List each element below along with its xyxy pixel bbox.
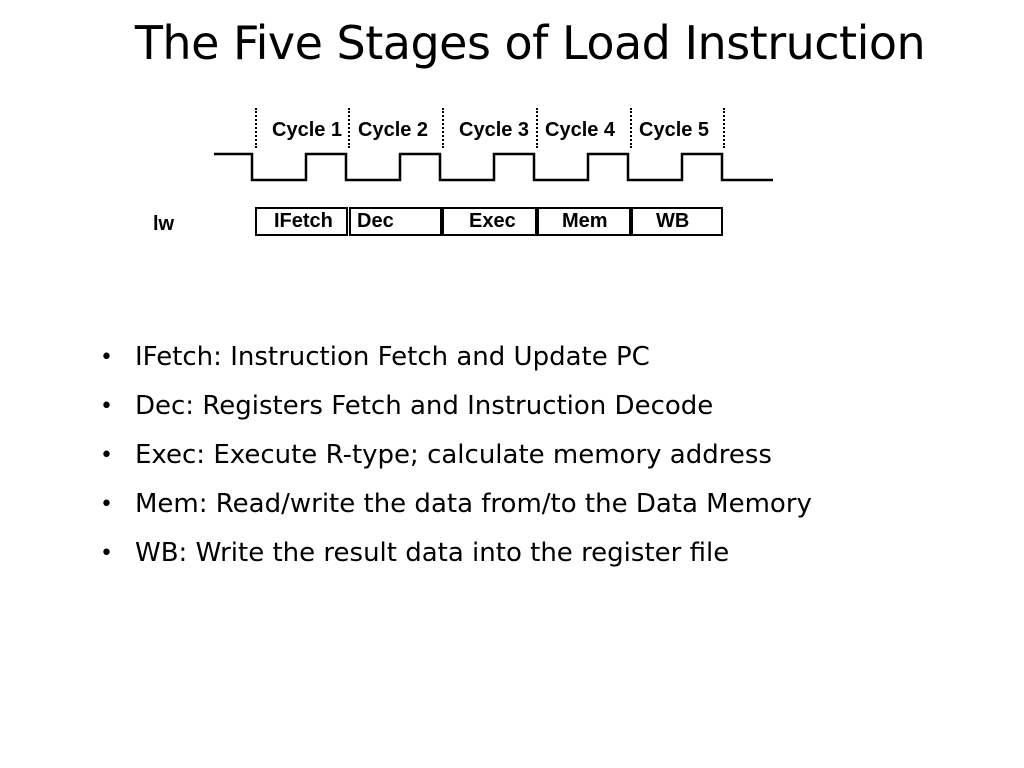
cycle-boundary-line	[442, 108, 444, 148]
stage-dec: Dec	[349, 207, 442, 236]
bullet-icon: •	[100, 345, 113, 370]
bullet-text: WB: Write the result data into the regis…	[135, 538, 730, 568]
list-item: • Mem: Read/write the data from/to the Da…	[100, 480, 812, 529]
bullet-text: Mem: Read/write the data from/to the Dat…	[135, 489, 812, 519]
bullet-icon: •	[100, 492, 113, 517]
instruction-label: lw	[153, 213, 175, 235]
bullet-text: Dec: Registers Fetch and Instruction Dec…	[135, 391, 714, 421]
cycle-boundary-line	[536, 108, 538, 148]
cycle-label-1: Cycle 1	[272, 119, 343, 141]
stage-description-list: • IFetch: Instruction Fetch and Update PC…	[100, 333, 812, 578]
stage-wb: WB	[631, 207, 723, 236]
list-item: • Exec: Execute R-type; calculate memory …	[100, 431, 812, 480]
list-item: • Dec: Registers Fetch and Instruction De…	[100, 382, 812, 431]
cycle-label-3: Cycle 3	[459, 119, 530, 141]
bullet-icon: •	[100, 443, 113, 468]
bullet-icon: •	[100, 541, 113, 566]
bullet-text: IFetch: Instruction Fetch and Update PC	[135, 342, 650, 372]
bullet-icon: •	[100, 394, 113, 419]
list-item: • IFetch: Instruction Fetch and Update PC	[100, 333, 812, 382]
stage-exec: Exec	[442, 207, 537, 236]
cycle-boundary-line	[723, 108, 725, 148]
cycle-label-4: Cycle 4	[545, 119, 616, 141]
list-item: • WB: Write the result data into the regi…	[100, 529, 812, 578]
stage-mem: Mem	[537, 207, 631, 236]
cycle-label-5: Cycle 5	[639, 119, 710, 141]
cycle-label-2: Cycle 2	[358, 119, 429, 141]
slide-title: The Five Stages of Load Instruction	[134, 16, 926, 70]
bullet-text: Exec: Execute R-type; calculate memory a…	[135, 440, 772, 470]
cycle-boundary-line	[630, 108, 632, 148]
cycle-boundary-line	[255, 108, 257, 148]
cycle-boundary-line	[348, 108, 350, 148]
stage-ifetch: IFetch	[255, 207, 348, 236]
